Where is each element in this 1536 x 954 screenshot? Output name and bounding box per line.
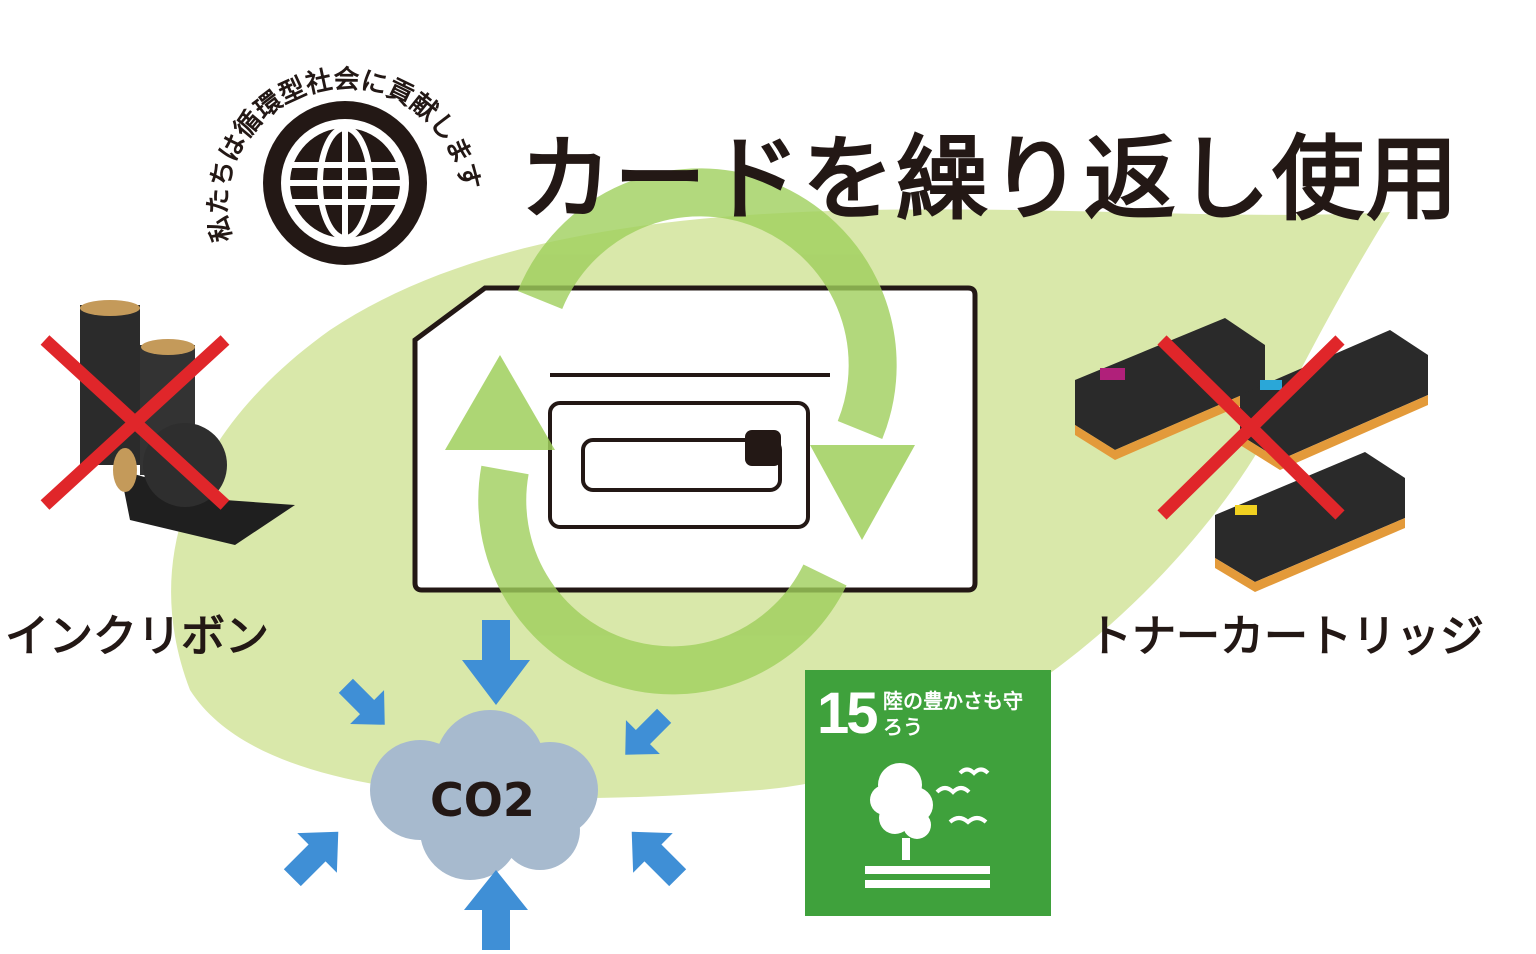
- cross-icon: [40, 335, 230, 510]
- sdg-number: 15: [817, 681, 878, 746]
- ink-ribbon-label: インクリボン: [5, 611, 269, 662]
- page-title: カードを繰り返し使用: [520, 126, 1461, 233]
- inward-arrows-icon: [283, 620, 687, 950]
- recycle-arrows-icon: [478, 168, 897, 695]
- tree-birds-icon: [865, 763, 990, 888]
- co2-cloud-icon: [370, 710, 598, 880]
- sdg-15-tile: 15 陸の豊かさも守ろう: [805, 670, 1051, 916]
- co2-label: CO2: [430, 773, 535, 827]
- toner-cartridge-label: トナーカートリッジ: [1088, 611, 1484, 662]
- sdg-title: 陸の豊かさも守ろう: [883, 689, 1023, 739]
- cross-icon: [1157, 335, 1345, 520]
- ic-chip-icon: [745, 430, 781, 466]
- card-illustration: [412, 285, 978, 593]
- recycling-society-logo: 私たちは循環型社会に貢献します: [204, 64, 485, 265]
- toner-cartridge-icon: [1075, 318, 1428, 592]
